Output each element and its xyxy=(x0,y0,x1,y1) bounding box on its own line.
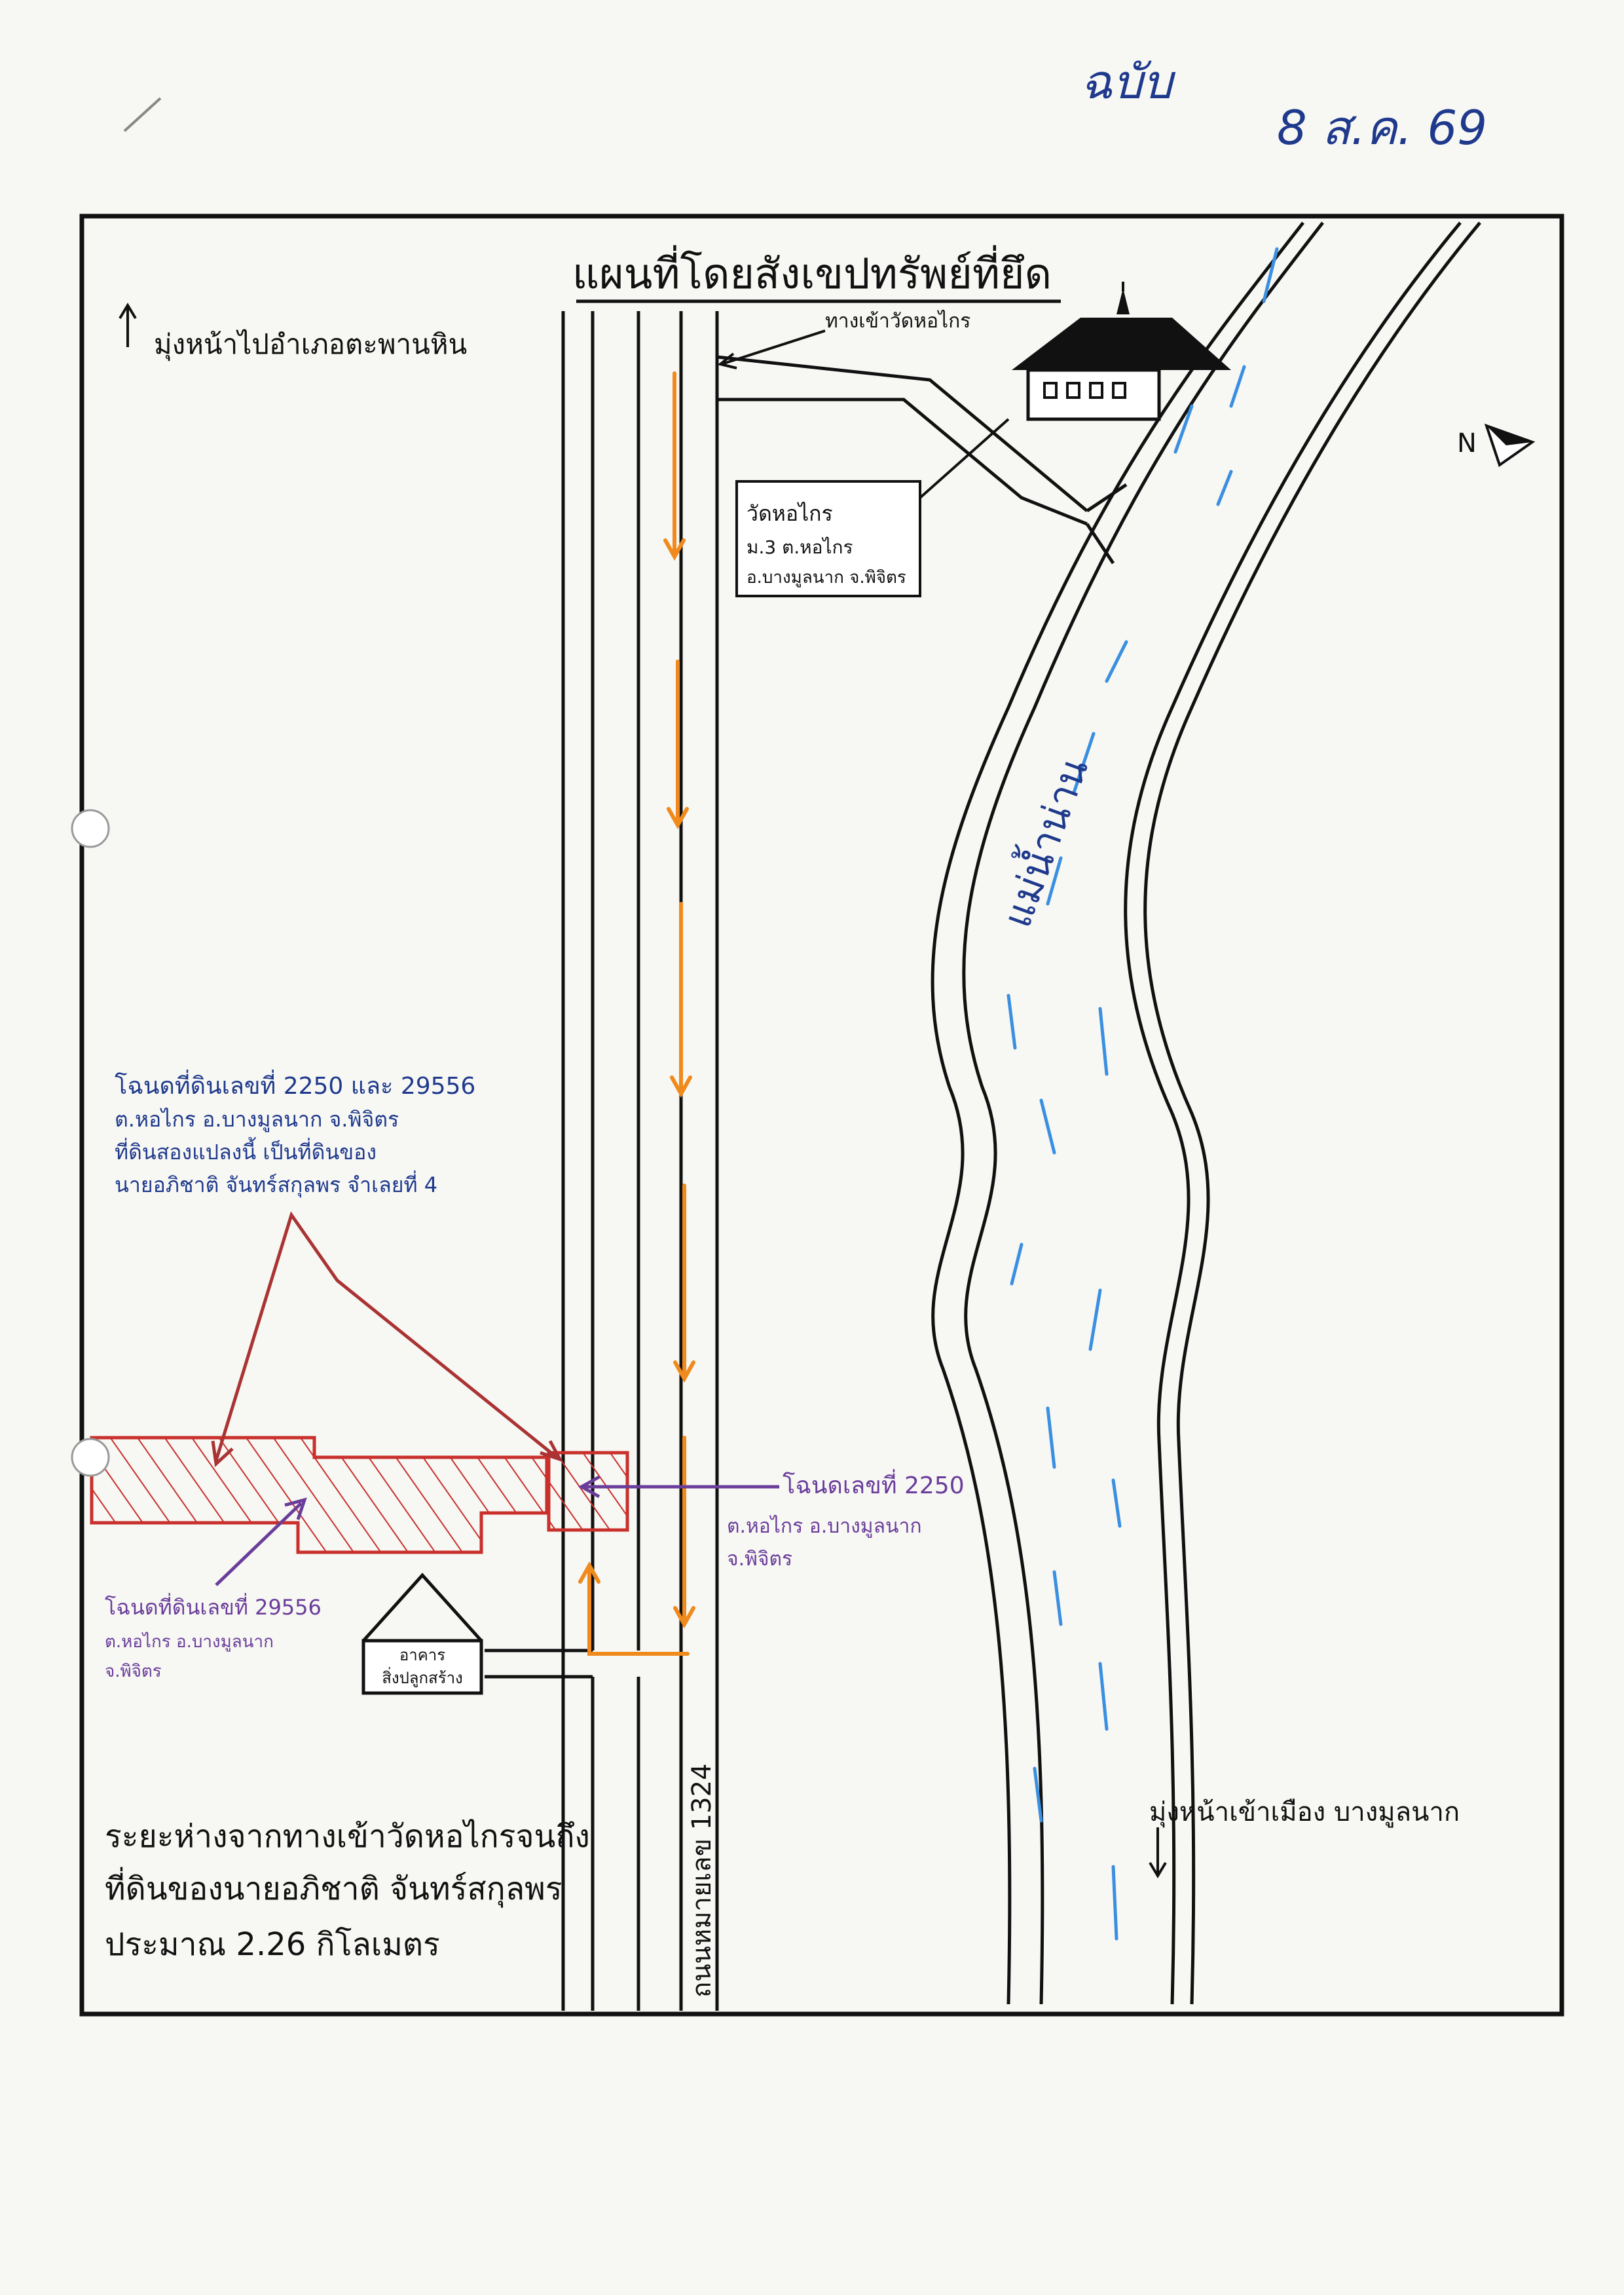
temple-address-line3: อ.บางมูลนาก จ.พิจิตร xyxy=(747,568,906,588)
direction-north-label: มุ่งหน้าไปอำเภอตะพานหิน xyxy=(154,328,467,362)
main-road xyxy=(561,311,719,2011)
distance-note-line2: ที่ดินของนายอภิชาติ จันทร์สกุลพร xyxy=(105,1867,563,1908)
header-note-line2: 8 ส.ค. 69 xyxy=(1277,100,1487,155)
route-arrow-icon xyxy=(667,660,689,830)
building-line1: อาคาร xyxy=(399,1646,445,1664)
side-road xyxy=(485,1649,593,1679)
land-plot-29556 xyxy=(90,1436,549,1554)
route-arrow-icon xyxy=(673,1184,695,1383)
map-title: แผนที่โดยสังเขปทรัพย์ที่ยึด xyxy=(572,245,1052,299)
deed-2250-line2: ต.หอไกร อ.บางมูลนาก xyxy=(727,1514,921,1538)
temple-name: วัดหอไกร xyxy=(747,501,833,526)
deed-29556-line1: โฉนดที่ดินเลขที่ 29556 xyxy=(105,1593,322,1620)
owner-note-line2: ต.หอไกร อ.บางมูลนาก จ.พิจิตร xyxy=(115,1107,399,1132)
route-arrow-icon xyxy=(663,371,686,561)
river-current-lines xyxy=(1006,247,1279,1941)
road-label: ถนนหมายเลข 1324 xyxy=(687,1763,717,1998)
map-frame xyxy=(79,214,1564,2017)
south-arrow-icon xyxy=(1149,1827,1167,1878)
temple-address-line2: ม.3 ต.หอไกร xyxy=(747,536,853,558)
north-arrow-icon xyxy=(119,303,137,347)
temple-icon xyxy=(1012,282,1231,421)
svg-text:N: N xyxy=(1457,428,1477,458)
route-arrow-icon xyxy=(673,1436,695,1629)
temple-label-box xyxy=(735,480,921,597)
deed-29556-pointer-icon xyxy=(215,1497,307,1586)
compass-icon: N xyxy=(1457,423,1536,468)
deed-2250-line3: จ.พิจิตร xyxy=(727,1548,792,1571)
route-arrow-icon xyxy=(670,902,692,1098)
direction-south-label: มุ่งหน้าเข้าเมือง บางมูลนาก xyxy=(1149,1797,1460,1828)
building-line2: สิ่งปลูกสร้าง xyxy=(382,1667,463,1688)
distance-note-line1: ระยะห่างจากทางเข้าวัดหอไกรจนถึง xyxy=(105,1818,590,1855)
owner-pointer-icon xyxy=(211,1211,564,1468)
pencil-mark xyxy=(123,97,162,132)
land-plot-2250 xyxy=(547,1451,629,1532)
route-turn-arrow-icon xyxy=(578,1561,690,1656)
deed-2250-line1: โฉนดเลขที่ 2250 xyxy=(783,1469,965,1499)
punch-hole xyxy=(71,1438,110,1477)
entrance-pointer-icon xyxy=(717,329,826,369)
owner-note-line4: นายอภิชาติ จันทร์สกุลพร จำเลยที่ 4 xyxy=(115,1170,437,1198)
nan-river xyxy=(931,221,1481,2005)
temple-entrance-label: ทางเข้าวัดหอไกร xyxy=(825,309,970,333)
route-arrows xyxy=(578,371,695,1656)
distance-note-line3: ประมาณ 2.26 กิโลเมตร xyxy=(105,1926,440,1963)
temple-pointer xyxy=(919,418,1010,499)
deed-2250-pointer-icon xyxy=(578,1475,779,1499)
building-icon xyxy=(361,1573,483,1695)
deed-29556-line3: จ.พิจิตร xyxy=(105,1662,162,1681)
deed-29556-line2: ต.หอไกร อ.บางมูลนาก xyxy=(105,1632,274,1652)
header-note-line1: ฉบับ xyxy=(1080,54,1176,109)
punch-hole xyxy=(71,809,110,848)
owner-note-line1: โฉนดที่ดินเลขที่ 2250 และ 29556 xyxy=(115,1070,475,1100)
owner-note-line3: ที่ดินสองแปลงนี้ เป็นที่ดินของ xyxy=(115,1137,377,1165)
